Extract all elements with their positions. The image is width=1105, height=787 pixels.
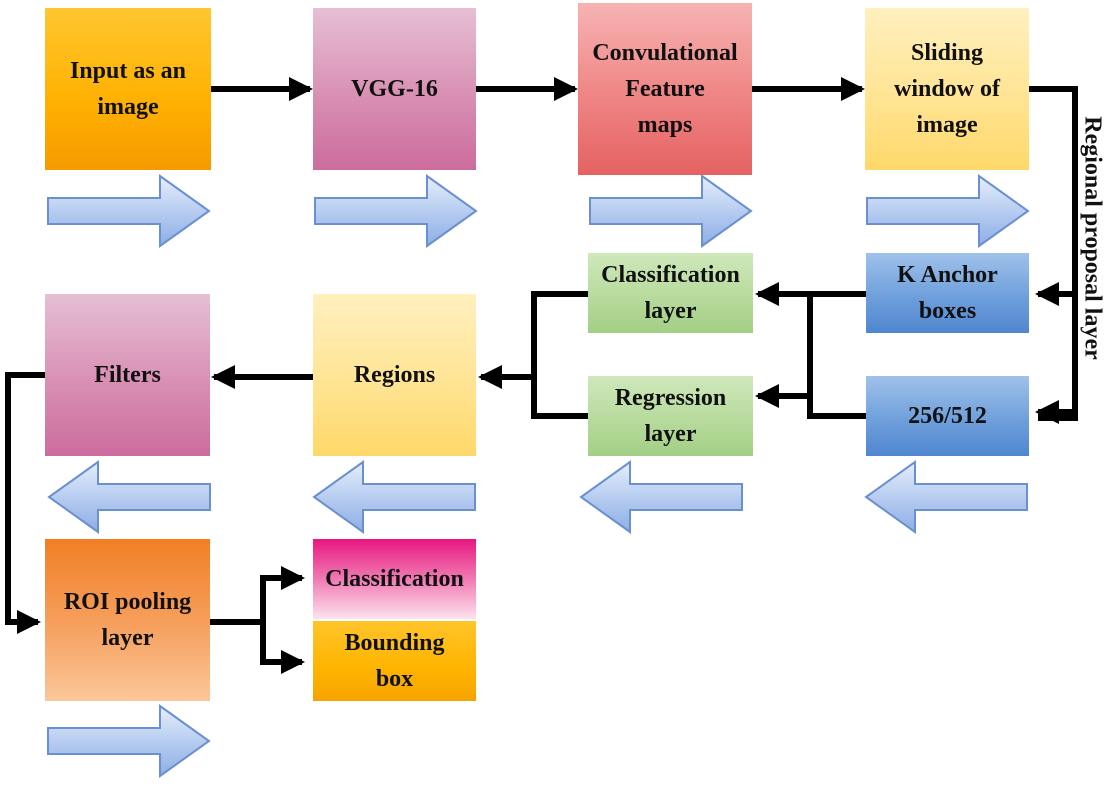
edge-roi-branch xyxy=(210,566,305,625)
block-arrow-right-2 xyxy=(314,174,478,248)
node-regression-layer: Regression layer xyxy=(588,376,753,456)
node-bounding-box-output: Bounding box xyxy=(313,621,476,701)
block-arrow-left-4 xyxy=(864,460,1028,534)
block-arrow-right-3 xyxy=(589,174,753,248)
edge-roi-to-bbox xyxy=(260,622,305,674)
block-arrow-right-1 xyxy=(47,174,211,248)
node-classification-layer: Classification layer xyxy=(588,253,753,333)
block-arrow-left-2 xyxy=(312,460,476,534)
node-k-anchor-boxes: K Anchor boxes xyxy=(866,253,1029,333)
regional-proposal-layer-label: Regional proposal layer xyxy=(1079,116,1105,360)
node-filters: Filters xyxy=(45,294,210,456)
node-classification-output: Classification xyxy=(313,539,476,619)
node-vgg16: VGG-16 xyxy=(313,8,476,170)
node-sliding-window: Sliding window of image xyxy=(865,8,1029,170)
block-arrow-right-5 xyxy=(47,704,211,778)
node-regions: Regions xyxy=(313,294,476,456)
edge-proposal-bracket xyxy=(1029,86,1078,421)
node-roi-pooling-layer: ROI pooling layer xyxy=(45,539,210,701)
node-256-512: 256/512 xyxy=(866,376,1029,456)
edge-filters-to-roi xyxy=(5,372,45,634)
node-conv-feature-maps: Convulational Feature maps xyxy=(578,3,752,175)
edge-cls-reg-merge xyxy=(531,291,588,419)
block-arrow-left-3 xyxy=(579,460,743,534)
edge-size-branch xyxy=(807,294,866,419)
block-arrow-right-4 xyxy=(866,174,1030,248)
block-arrow-left-1 xyxy=(47,460,211,534)
node-input-image: Input as an image xyxy=(45,8,211,170)
